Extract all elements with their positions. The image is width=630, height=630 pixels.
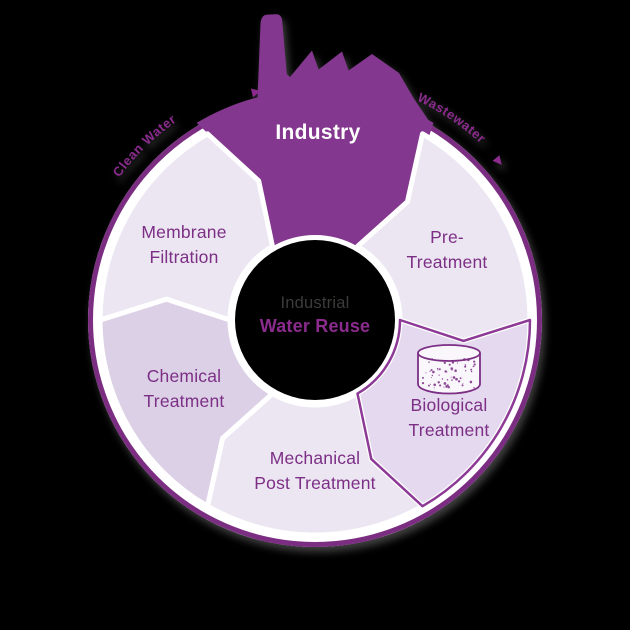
center-title: Industrial Water Reuse — [260, 294, 371, 336]
bioreactor-tank-icon — [417, 344, 481, 395]
svg-text:Membrane: Membrane — [141, 222, 226, 242]
svg-text:Biological: Biological — [411, 395, 488, 415]
pre-treatment-segment — [355, 131, 533, 344]
center-hole — [235, 240, 395, 400]
svg-text:Treatment: Treatment — [144, 391, 225, 411]
pre-treatment-label: Pre- Treatment — [407, 227, 488, 272]
svg-text:Post Treatment: Post Treatment — [254, 473, 375, 493]
membrane-filtration-label: Membrane Filtration — [141, 222, 226, 267]
center-title-line2: Water Reuse — [260, 316, 371, 336]
industry-label: Industry — [275, 121, 360, 144]
chemical-treatment-label: Chemical Treatment — [144, 366, 225, 411]
svg-text:Treatment: Treatment — [409, 420, 490, 440]
svg-text:Treatment: Treatment — [407, 252, 488, 272]
factory-icon — [256, 14, 428, 136]
industry-segment — [196, 14, 434, 247]
biological-treatment-label: Biological Treatment — [409, 395, 490, 440]
mechanical-post-treatment-segment — [205, 391, 425, 538]
tank-dots-texture — [421, 358, 476, 389]
clean-water-arrow-icon — [250, 88, 261, 98]
svg-text:Pre-: Pre- — [430, 227, 464, 247]
mechanical-post-treatment-label: Mechanical Post Treatment — [254, 448, 375, 493]
chemical-treatment-segment — [97, 296, 275, 509]
biological-highlight-outline — [356, 318, 532, 508]
svg-text:Mechanical: Mechanical — [270, 448, 361, 468]
svg-text:Chemical: Chemical — [147, 366, 222, 386]
svg-text:Filtration: Filtration — [149, 247, 218, 267]
wastewater-arrow-icon — [492, 155, 502, 165]
membrane-filtration-segment — [97, 131, 275, 323]
center-title-line1: Industrial — [281, 294, 350, 312]
